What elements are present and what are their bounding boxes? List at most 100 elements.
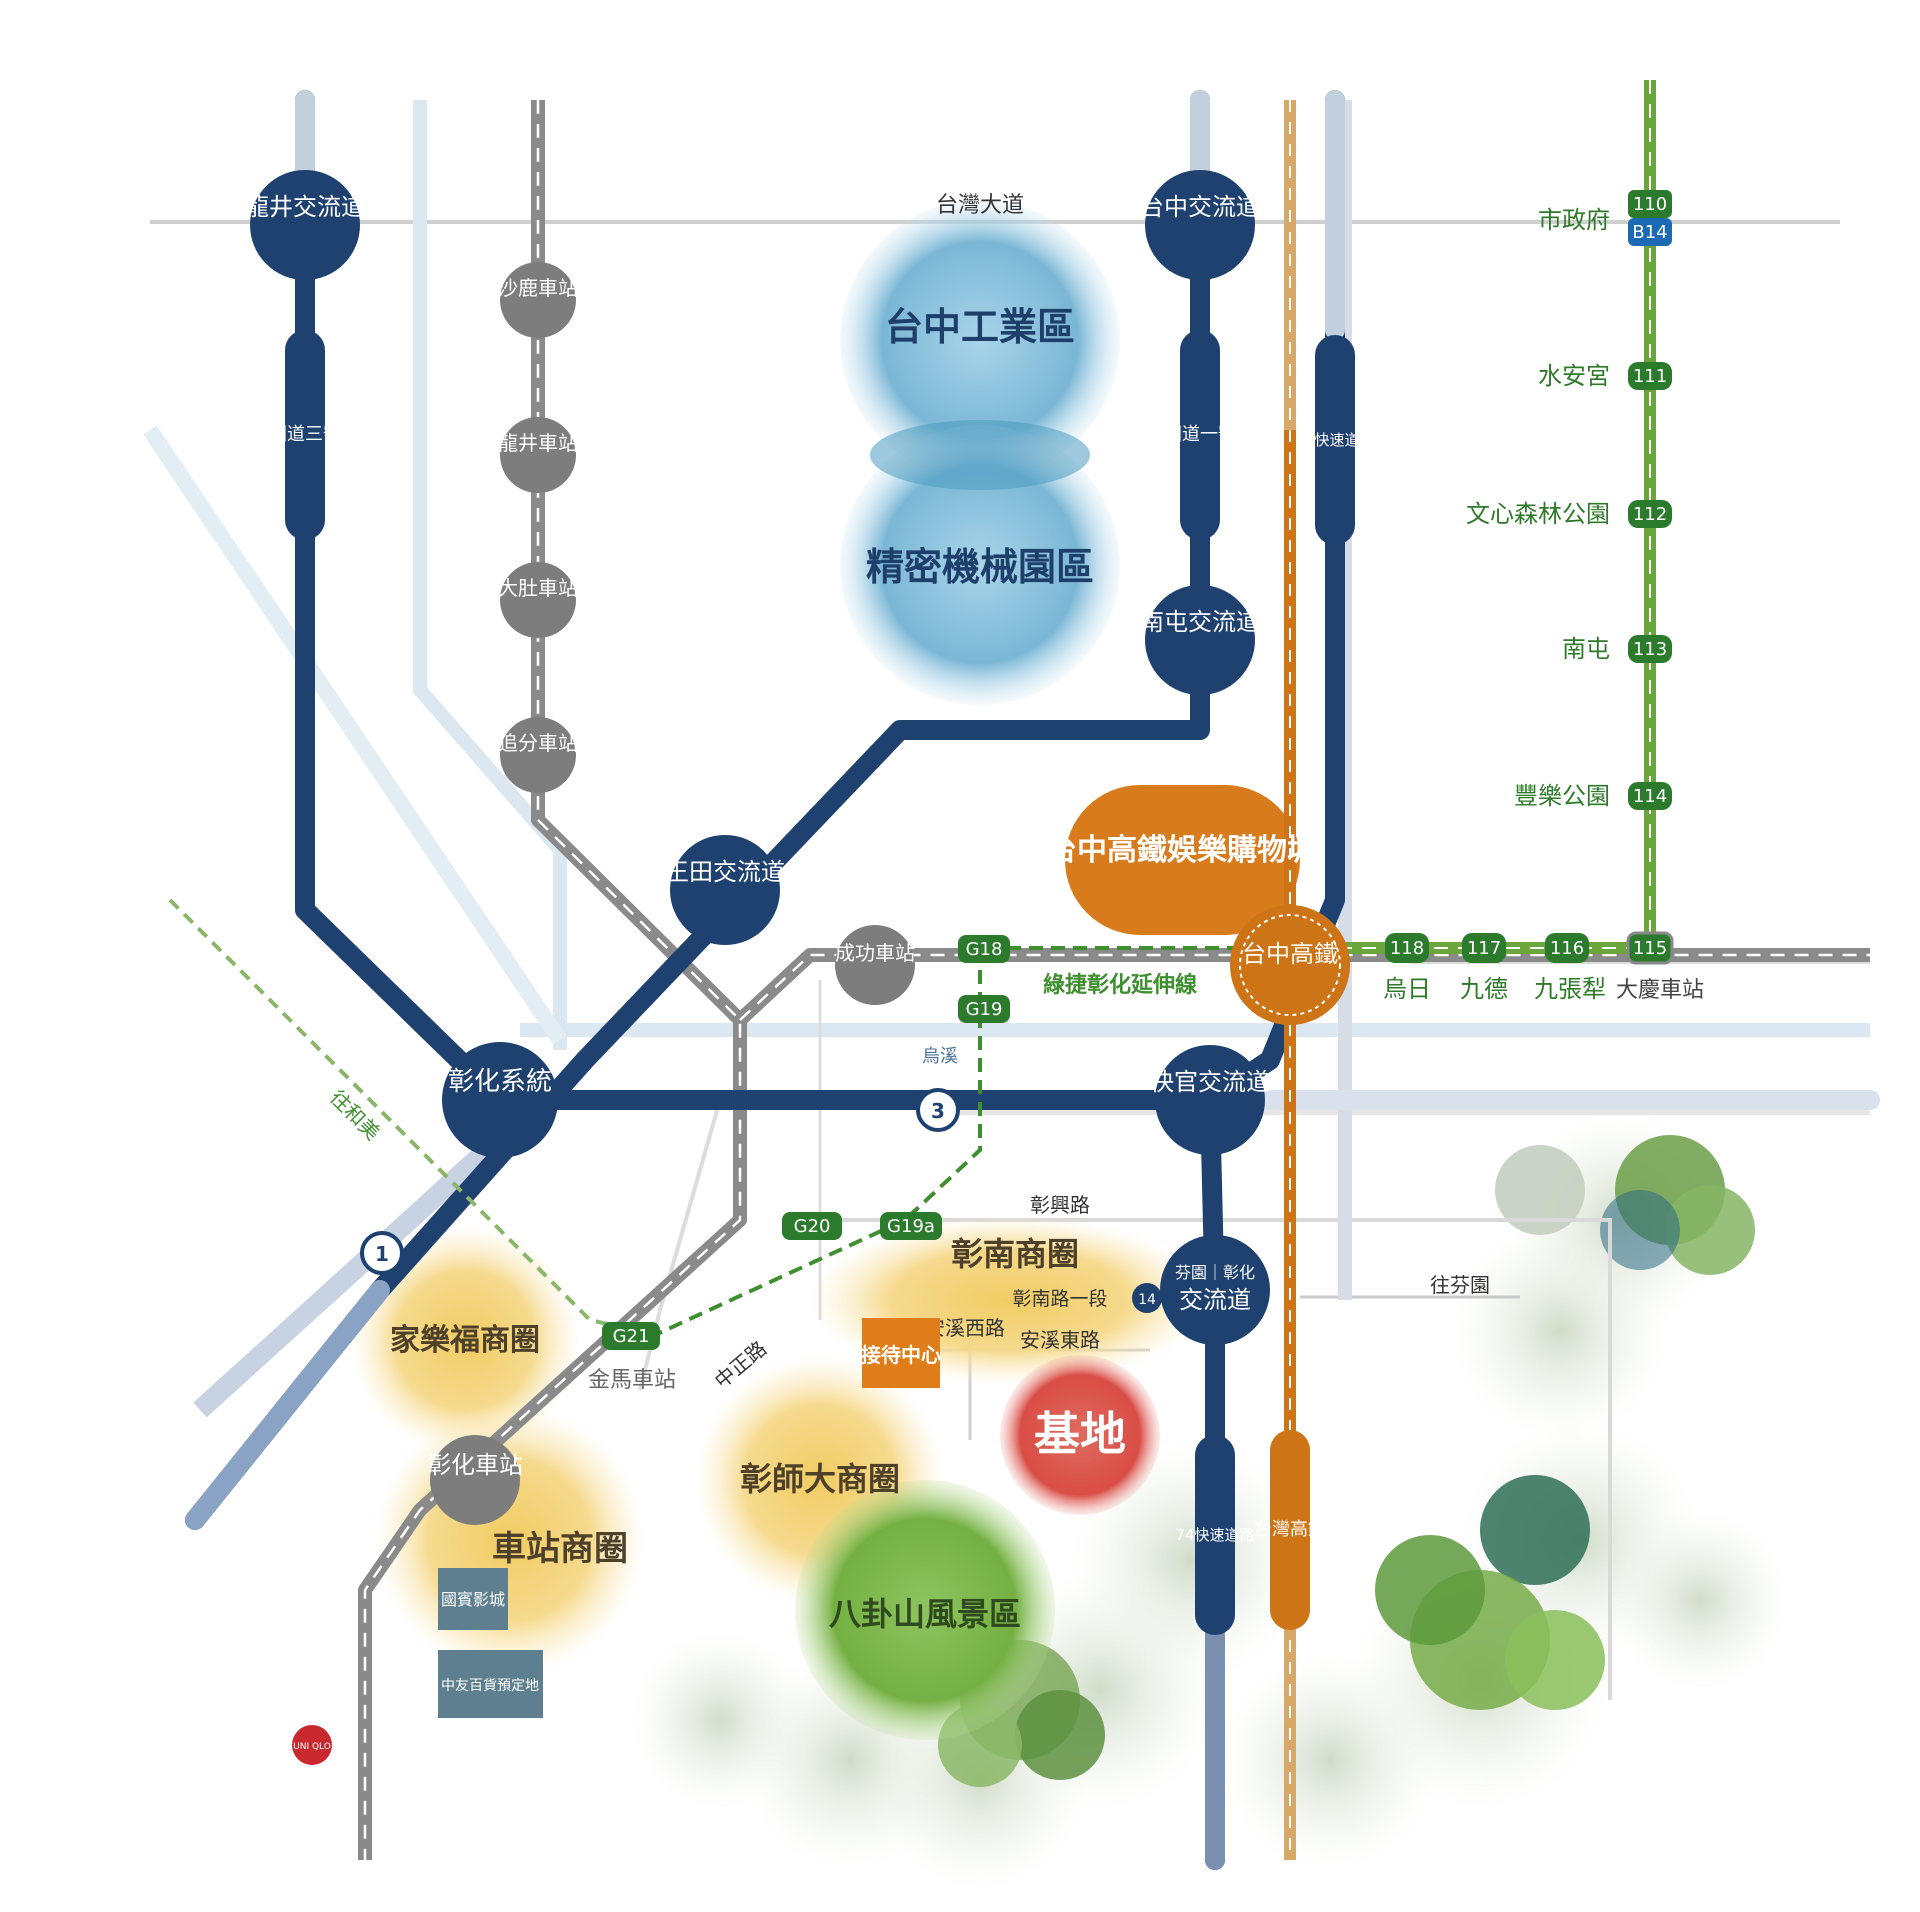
label-baguashan: 八卦山風景區 xyxy=(829,1595,1021,1633)
zone-baguashan xyxy=(795,1480,1055,1740)
label-taichung-industrial: 台中工業區 xyxy=(885,305,1075,349)
mrt-fengle-label: 豐樂公園 xyxy=(1514,782,1610,810)
station-chenggong-label: 成功車站 xyxy=(835,941,915,965)
station-shalu[interactable] xyxy=(500,262,576,338)
mrt-113-code: 113 xyxy=(1633,639,1667,660)
mrt-g19-code: G19 xyxy=(966,999,1003,1020)
label-zhangnan: 彰南商圈 xyxy=(951,1235,1079,1273)
mrt-line-name: 綠捷彰化延伸線 xyxy=(1043,972,1197,998)
mrt-117-code: 117 xyxy=(1467,938,1501,959)
station-zhuifen-label: 追分車站 xyxy=(498,731,578,755)
chungyo-box[interactable] xyxy=(438,1650,543,1718)
label-hsr-mall: 台中高鐵娛樂購物城 xyxy=(1047,833,1317,868)
label-to-hemei: 往和美 xyxy=(325,1085,384,1144)
rail-stations: 沙鹿車站 龍井車站 大肚車站 追分車站 成功車站 彰化車站 xyxy=(427,262,915,1525)
ic-longjing[interactable] xyxy=(250,170,360,280)
label-changxing-rd: 彰興路 xyxy=(1030,1193,1090,1217)
mrt-g18-code: G18 xyxy=(966,939,1003,960)
cinema-label: 國賓影城 xyxy=(441,1590,505,1609)
ic-changhua-system-label: 彰化系統 xyxy=(448,1067,552,1097)
ic-fenyuan-label-top: 芬園｜彰化 xyxy=(1175,1263,1255,1282)
pill-expressway74-north: 74快速道路 xyxy=(1295,431,1374,449)
zone-labels: 台中工業區 精密機械園區 台中高鐵娛樂購物城 彰南商圈 家樂福商圈 彰師大商圈 … xyxy=(390,305,1317,1633)
ic-wangtian[interactable] xyxy=(670,835,780,945)
ic-changhua-system[interactable] xyxy=(442,1042,558,1158)
foliage-trees xyxy=(938,1135,1755,1787)
mrt-112-code: 112 xyxy=(1633,504,1667,525)
station-dadu[interactable] xyxy=(500,562,576,638)
uniqlo-logo xyxy=(292,1725,332,1765)
route3-label: 3 xyxy=(931,1099,945,1123)
label-taiwan-blvd: 台灣大道 xyxy=(936,193,1024,218)
route14-label: 14 xyxy=(1138,1292,1156,1308)
station-dadu-label: 大肚車站 xyxy=(498,576,578,600)
ic-nantun[interactable] xyxy=(1145,585,1255,695)
mrt-118-code: 118 xyxy=(1390,938,1424,959)
hsr-station[interactable]: 台中高鐵 xyxy=(1230,905,1350,1025)
zone-precision-machinery xyxy=(840,425,1120,705)
mrt-111-code: 111 xyxy=(1633,366,1667,387)
zone-hsr-mall xyxy=(1065,785,1300,935)
route1-icon xyxy=(360,1231,404,1275)
station-zhuifen[interactable] xyxy=(500,717,576,793)
ic-nantun-label: 南屯交流道 xyxy=(1140,608,1260,636)
label-ncue: 彰師大商圈 xyxy=(740,1460,900,1498)
reception-label: 接待中心 xyxy=(861,1343,941,1367)
mrt-jiuzhangli-label: 九張犁 xyxy=(1534,975,1606,1003)
label-precision-machinery: 精密機械園區 xyxy=(866,545,1094,589)
station-longjing-label: 龍井車站 xyxy=(498,431,578,455)
hsr-station-label: 台中高鐵 xyxy=(1242,940,1338,968)
ic-taichung-label: 台中交流道 xyxy=(1140,193,1260,221)
mrt-wenxin-label: 文心森林公園 xyxy=(1466,500,1610,528)
uniqlo-label: UNI QLO xyxy=(293,1742,331,1752)
mrt-110-code: 110 xyxy=(1633,194,1667,215)
zone-site xyxy=(1000,1355,1160,1515)
mrt-nantun-label: 南屯 xyxy=(1562,635,1610,663)
ic-wangtian-label: 王田交流道 xyxy=(665,858,785,886)
mrt-jiude-label: 九德 xyxy=(1460,975,1508,1003)
station-shalu-label: 沙鹿車站 xyxy=(498,276,578,300)
mrt-city-hall-label: 市政府 xyxy=(1538,206,1610,234)
mrt-115-code: 115 xyxy=(1633,938,1667,959)
mrt-g21-code: G21 xyxy=(613,1326,650,1347)
railway-line xyxy=(358,100,1870,1860)
zone-taichung-industrial xyxy=(840,200,1120,480)
station-jinma-label: 金馬車站 xyxy=(588,1368,676,1393)
ic-taichung[interactable] xyxy=(1145,170,1255,280)
station-changhua[interactable] xyxy=(430,1435,520,1525)
zone-carrefour xyxy=(350,1225,580,1455)
route14-icon xyxy=(1132,1283,1162,1313)
mrt-116-code: 116 xyxy=(1550,938,1584,959)
interchanges: 龍井交流道 台中交流道 南屯交流道 王田交流道 彰化系統 快官交流道 芬園｜彰化… xyxy=(245,170,1270,1345)
chungyo-label: 中友百貨預定地 xyxy=(441,1677,539,1694)
station-changhua-label: 彰化車站 xyxy=(427,1451,523,1479)
pill-freeway1: 國道一號 xyxy=(1164,424,1236,445)
mrt-shuian-label: 水安宮 xyxy=(1538,362,1610,390)
ic-kuaiguan[interactable] xyxy=(1155,1045,1265,1155)
ic-fenyuan[interactable] xyxy=(1160,1235,1270,1345)
label-anxi-east-rd: 安溪東路 xyxy=(1020,1328,1100,1352)
route1-label: 1 xyxy=(375,1242,389,1266)
pill-freeway3: 國道三號 xyxy=(269,424,341,445)
ic-longjing-label: 龍井交流道 xyxy=(245,193,365,221)
mrt-stations: 110 B14 市政府 111 水安宮 112 文心森林公園 113 南屯 11… xyxy=(588,190,1704,1393)
ic-kuaiguan-label: 快官交流道 xyxy=(1150,1068,1270,1096)
station-chenggong[interactable] xyxy=(835,925,915,1005)
station-longjing[interactable] xyxy=(500,417,576,493)
pill-expressway74-south: 74快速道路 xyxy=(1175,1526,1254,1544)
reception-box[interactable] xyxy=(862,1318,940,1388)
label-carrefour: 家樂福商圈 xyxy=(390,1323,540,1358)
mrt-wuri-label: 烏日 xyxy=(1383,975,1431,1003)
ic-fenyuan-label-bottom: 交流道 xyxy=(1179,1286,1251,1314)
mrt-114-code: 114 xyxy=(1633,786,1667,807)
mrt-g20-code: G20 xyxy=(794,1216,831,1237)
label-to-fenyuan: 往芬園 xyxy=(1430,1273,1490,1297)
route3-icon xyxy=(916,1088,960,1132)
mrt-b14-code: B14 xyxy=(1632,222,1667,243)
cinema-box[interactable] xyxy=(438,1568,508,1630)
pill-hsr-line: 台灣高鐵 xyxy=(1254,1519,1326,1540)
label-zhangnan-rd: 彰南路一段 xyxy=(1012,1288,1107,1310)
poi-boxes: 接待中心 國賓影城 中友百貨預定地 UNI QLO xyxy=(292,1318,941,1765)
label-station-district: 車站商圈 xyxy=(492,1529,628,1569)
